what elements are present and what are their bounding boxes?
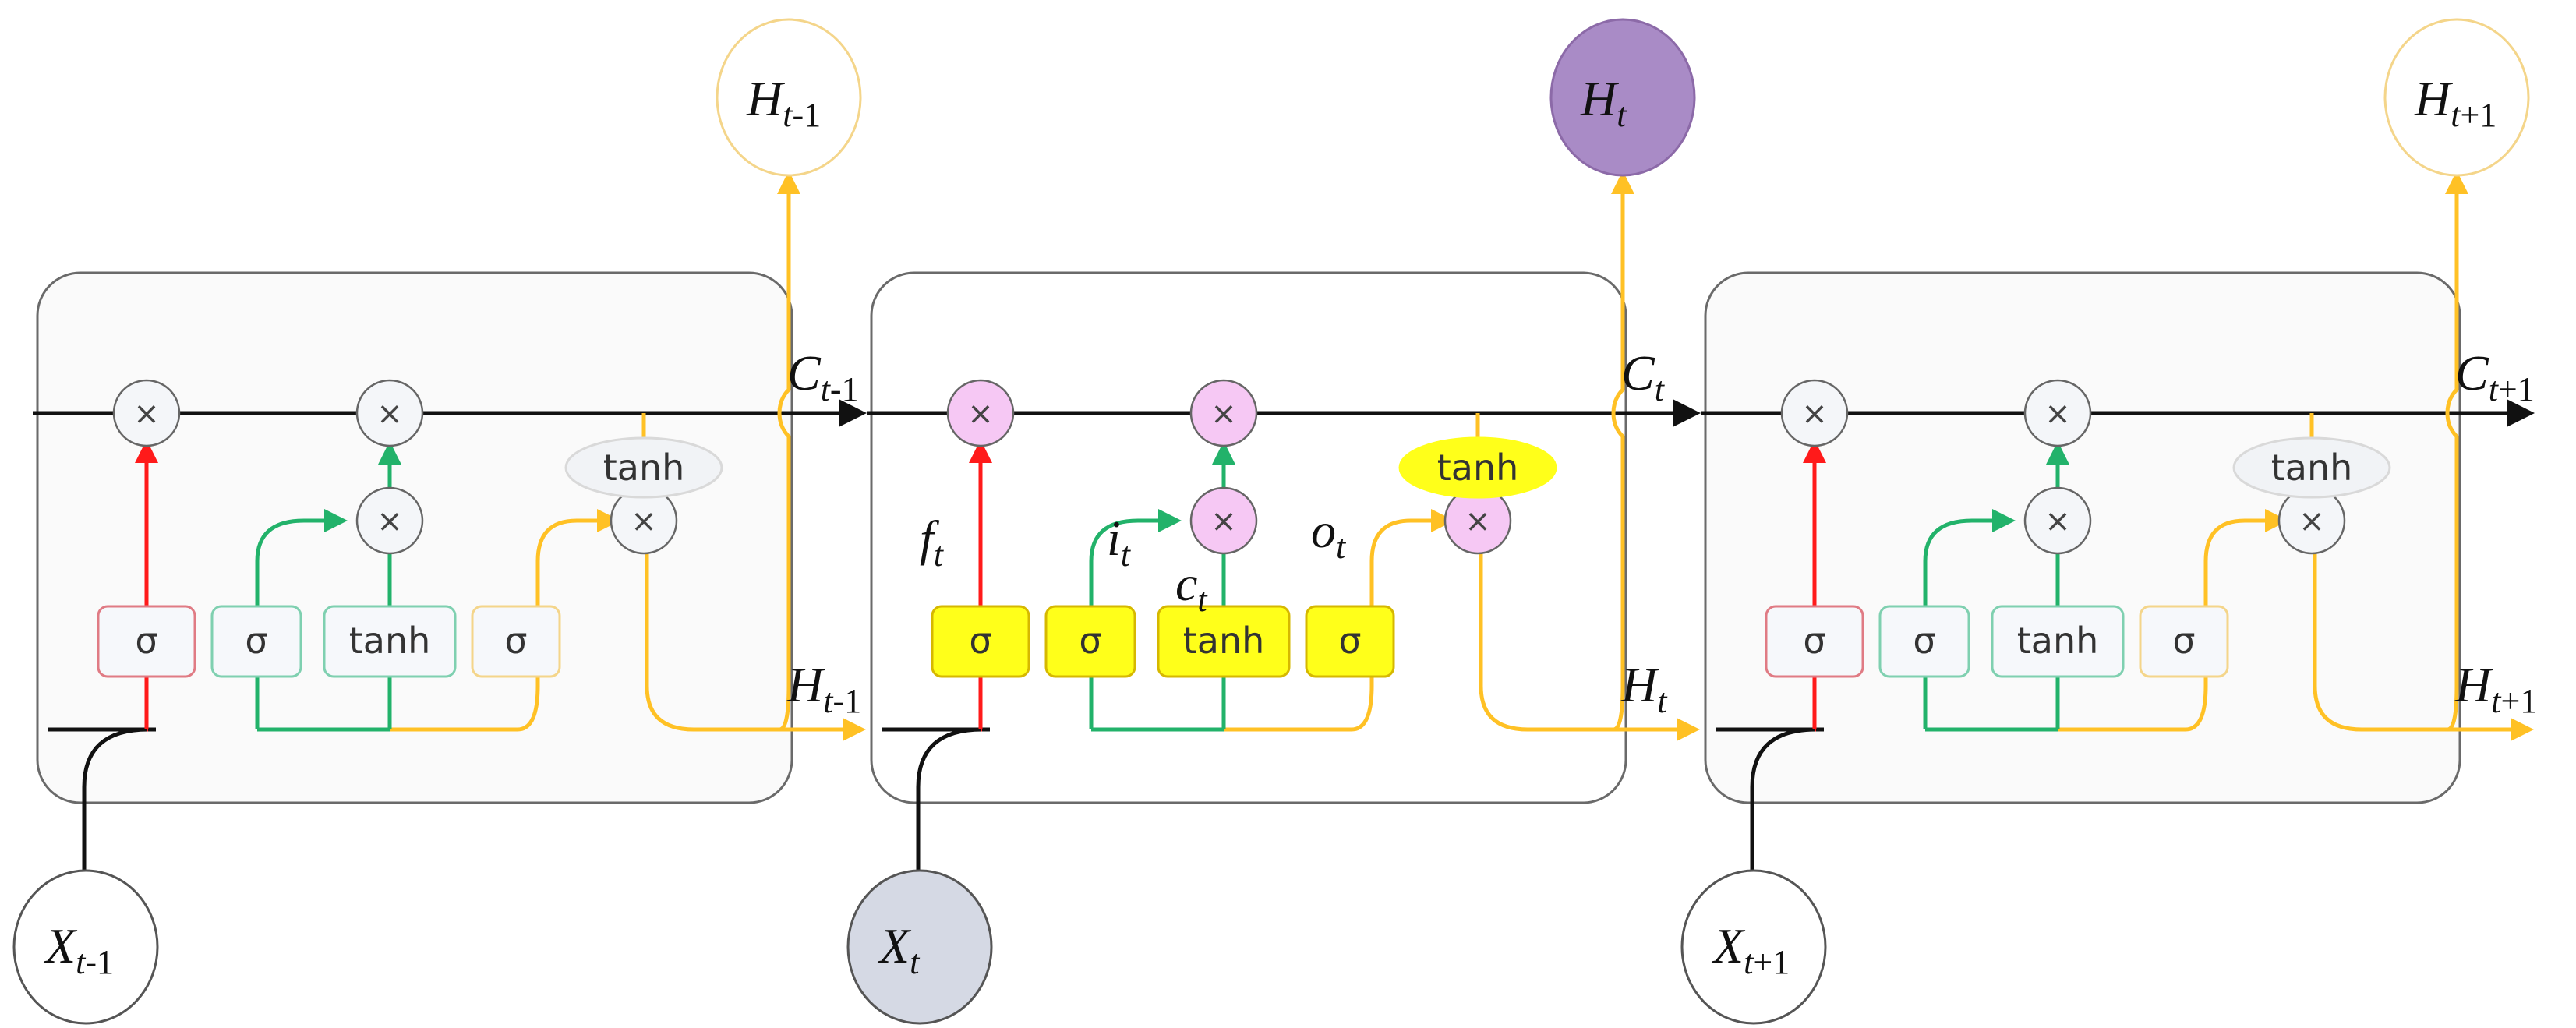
output-node-circle [2383,18,2530,177]
cell-tanh-label: tanh [2271,447,2353,489]
output-gate-path [517,509,620,732]
forget-multiply-node [1780,379,1849,447]
candidate-multiply-node [1189,486,1258,555]
input-node-label: Xt-1 [43,918,114,981]
candidate-gate-box [1157,605,1291,678]
candidate-multiply-node [2023,486,2092,555]
candidate-gate-label: tanh [349,620,431,662]
output-gate-symbol: ot [1311,503,1347,566]
output-gate-label: σ [2172,620,2195,662]
forget-multiply-symbol: × [967,396,994,432]
output-gate-path [1351,509,1454,732]
cell-tanh-label: tanh [1437,447,1519,489]
hidden-state-label: Ht+1 [2454,657,2537,720]
hidden-state-label: Ht-1 [786,657,861,720]
candidate-gate-label: tanh [1183,620,1265,662]
input-gate-path [255,509,348,729]
forget-gate-box [1765,605,1864,678]
forget-multiply-node [112,379,181,447]
input-gate-box [1878,605,1970,678]
hidden-out-path [1479,547,1700,741]
hidden-up-path [744,171,800,732]
input-node-circle [12,869,159,1025]
input-node-circle [846,869,993,1025]
input-multiply-node [355,379,424,447]
input-gate-path [1089,509,1182,729]
hidden-up-path [1578,171,1634,732]
forget-multiply-symbol: × [133,396,160,432]
candidate-gate-box [1991,605,2125,678]
cell-state-label: Ct [1621,345,1666,408]
input-multiply-symbol: × [2044,396,2071,432]
candidate-gate-symbol: ct [1175,556,1208,619]
candidate-gate-label: tanh [2017,620,2099,662]
output-gate-box [1305,605,1395,678]
output-gate-path [2185,509,2288,732]
cell-tanh-ellipse [564,436,723,499]
input-gate-symbol: it [1107,510,1132,574]
output-multiply-symbol: × [1465,503,1491,539]
cell-tanh-label: tanh [603,447,685,489]
forget-multiply-symbol: × [1801,396,1828,432]
hidden-out-path [645,547,866,741]
cell-tanh-ellipse [1398,436,1557,499]
hidden-state-label: Ht [1620,657,1668,720]
input-multiply-symbol: × [1210,396,1237,432]
input-multiply-node [2023,379,2092,447]
forget-gate-label: σ [135,620,157,662]
candidate-multiply-symbol: × [2044,503,2071,539]
forget-multiply-node [946,379,1015,447]
output-gate-label: σ [504,620,527,662]
input-gate-box [210,605,302,678]
input-gate-path [1923,509,2016,729]
cell-tanh-ellipse [2232,436,2391,499]
input-node-label: Xt+1 [1711,918,1790,981]
output-gate-box [2139,605,2229,678]
input-node-circle [1680,869,1827,1025]
forget-gate-box [97,605,196,678]
candidate-multiply-symbol: × [1210,503,1237,539]
input-gate-box [1044,605,1136,678]
cell-state-label: Ct+1 [2455,345,2535,408]
input-node-label: Xt [877,918,921,981]
output-node-label: Ht+1 [2414,71,2496,134]
hidden-up-path [2412,171,2468,732]
hidden-out-path [2313,547,2534,741]
output-multiply-symbol: × [631,503,657,539]
output-gate-box [471,605,561,678]
forget-gate-label: σ [1803,620,1825,662]
input-gate-label: σ [1913,620,1935,662]
forget-gate-box [931,605,1030,678]
output-gate-label: σ [1338,620,1361,662]
output-multiply-symbol: × [2299,503,2325,539]
candidate-multiply-node [355,486,424,555]
output-node-label: Ht [1580,71,1627,134]
candidate-multiply-symbol: × [376,503,403,539]
input-multiply-symbol: × [376,396,403,432]
candidate-gate-box [323,605,457,678]
input-gate-label: σ [1079,620,1101,662]
output-node-circle [716,18,862,177]
input-multiply-node [1189,379,1258,447]
cell-state-label: Ct-1 [787,345,859,408]
output-node-circle [1549,18,1696,177]
input-gate-label: σ [245,620,267,662]
forget-gate-label: σ [969,620,991,662]
output-node-label: Ht-1 [746,71,821,134]
